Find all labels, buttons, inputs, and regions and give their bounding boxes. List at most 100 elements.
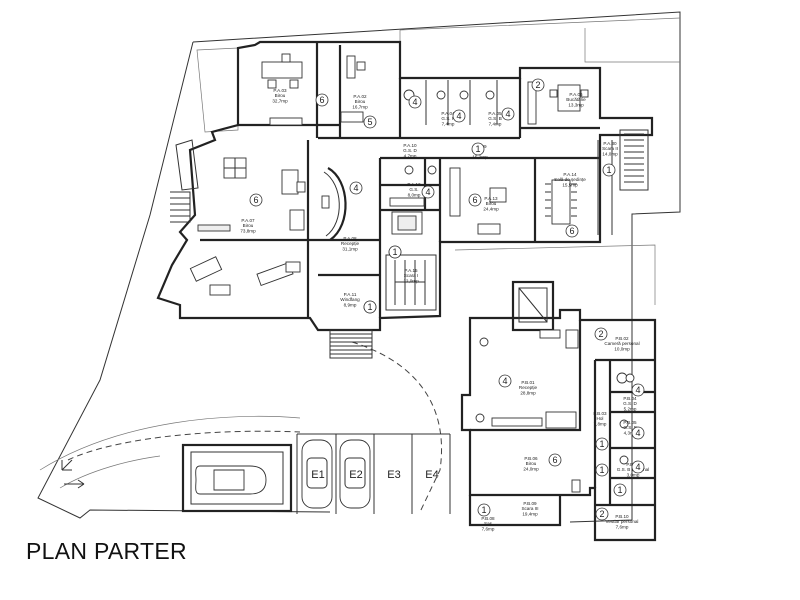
elevator-cab (518, 287, 548, 323)
room-name: G.S. D (403, 148, 417, 153)
room-name: Windfang (340, 297, 360, 302)
category-badge-number: 4 (635, 462, 640, 472)
category-badge (421, 185, 435, 199)
room-name: Scara II (602, 146, 618, 151)
category-badge (595, 463, 609, 477)
room-code: P.B.02 (615, 336, 629, 341)
category-badge-number: 1 (392, 247, 397, 257)
room-code: P.B.10 (615, 514, 629, 519)
room-area: 32,7mp (272, 98, 288, 103)
room-name: Cameră personal (604, 341, 639, 346)
room-area: 7,4mp (489, 121, 502, 126)
category-badge (602, 163, 616, 177)
room-code: P.A.06 (569, 92, 583, 97)
room-code: P.A.10 (403, 143, 417, 148)
category-badge (363, 300, 377, 314)
garage (181, 443, 293, 513)
category-badge (468, 193, 482, 207)
category-badge (501, 107, 515, 121)
category-badge-number: 1 (599, 439, 604, 449)
category-badge-number: 6 (472, 195, 477, 205)
room-name: Birou (486, 201, 497, 206)
category-badge (548, 453, 562, 467)
room-code: P.B.04 (623, 396, 637, 401)
parking-lines (296, 433, 451, 514)
parking-space-label: E2 (349, 469, 362, 481)
room-code: P.A.13 (484, 196, 498, 201)
room-name: G.S. F (623, 425, 636, 430)
room-area: 16,7mp (352, 104, 368, 109)
room-area: 31,1mp (342, 246, 358, 251)
side-balcony (175, 139, 199, 191)
parking-space-label: E4 (425, 469, 438, 481)
category-badge-number: 4 (412, 97, 417, 107)
room-area: 4,7mp (404, 153, 417, 158)
category-badge-number: 1 (475, 144, 480, 154)
category-badge (363, 115, 377, 129)
room-name: Scara I (404, 273, 419, 278)
category-badge-number: 2 (535, 80, 540, 90)
room-name: G.S. B (488, 116, 502, 121)
room-name: Sas (484, 521, 493, 526)
furniture-b (475, 329, 635, 493)
category-badge (452, 109, 466, 123)
parked-car-1-glass (306, 457, 328, 489)
room-area: 10,0mp (614, 346, 630, 351)
category-badge-number: 4 (502, 376, 507, 386)
room-code: P.A.12 (407, 182, 421, 187)
category-badge-number: 4 (353, 183, 358, 193)
category-badge (531, 78, 545, 92)
category-badge-number: 6 (569, 226, 574, 236)
category-badge-number: 1 (617, 485, 622, 495)
room-area: 7,4mp (442, 121, 455, 126)
room-area: 15,5mp (562, 182, 578, 187)
category-badge (631, 460, 645, 474)
category-badge (498, 374, 512, 388)
room-area: 7,6mp (482, 526, 495, 531)
category-badge-number: 4 (425, 187, 430, 197)
category-badge-number: 5 (367, 117, 372, 127)
plan-title: PLAN PARTER (26, 538, 187, 564)
room-name: Bucătărie (566, 97, 586, 102)
building-a-thin (425, 80, 613, 235)
entry-arrow-out (64, 479, 85, 489)
category-badge (631, 426, 645, 440)
category-badge-number: 4 (456, 111, 461, 121)
room-name: G.S. F (441, 116, 454, 121)
entry-arrow-in (61, 459, 73, 471)
room-code: P.A.07 (241, 218, 255, 223)
room-code: P.B.06 (524, 456, 538, 461)
category-badge (477, 503, 491, 517)
garage-inner (190, 451, 284, 505)
reception-desk-inner (323, 171, 340, 237)
category-badge (249, 193, 263, 207)
room-code: P.A.08 (343, 236, 357, 241)
parking-space-label: E1 (311, 469, 324, 481)
room-name: Scara III (521, 506, 538, 511)
room-area: 4,3mp (624, 430, 637, 435)
room-name: Sală de ședințe (554, 177, 586, 182)
driveway-edge (39, 415, 301, 489)
room-code: P.B.09 (523, 501, 537, 506)
room-code: P.B.03 (593, 411, 607, 416)
parked-car-2-glass (344, 457, 366, 489)
category-badge-number: 6 (253, 195, 258, 205)
furniture-a (189, 53, 589, 296)
room-area: 73,8mp (240, 228, 256, 233)
category-badge (594, 327, 608, 341)
staircase-i (385, 254, 437, 311)
room-code: P.A.05 (488, 111, 502, 116)
room-code: P.A.03 (273, 88, 287, 93)
category-badge (315, 93, 329, 107)
